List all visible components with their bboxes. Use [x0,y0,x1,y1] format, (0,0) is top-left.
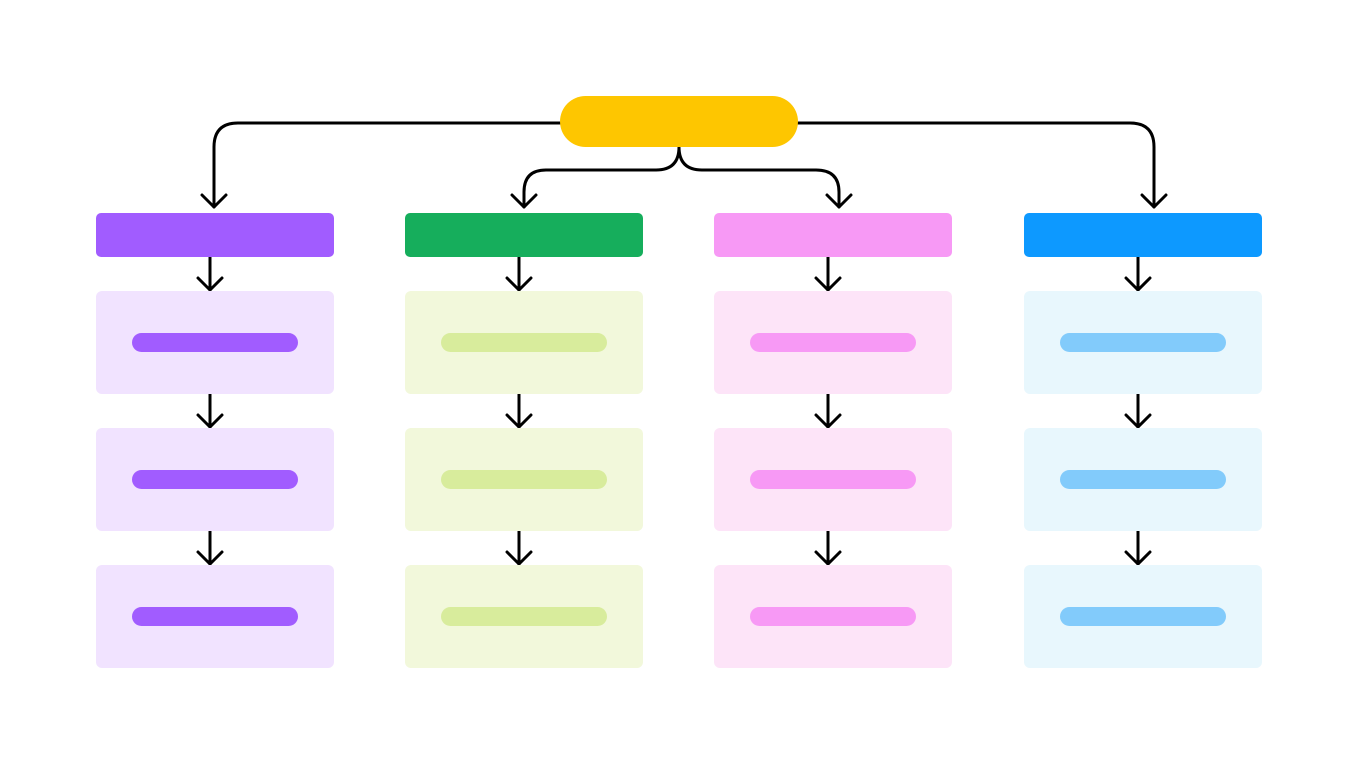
branch-3-card-3[interactable] [714,565,952,668]
branch-4-card-2[interactable] [1024,428,1262,531]
card-text-placeholder [750,333,916,352]
branch-2-card-1[interactable] [405,291,643,394]
branch-4-card-1[interactable] [1024,291,1262,394]
card-text-placeholder [750,470,916,489]
branch-3-card-2[interactable] [714,428,952,531]
branch-column-3 [714,213,952,668]
arrowhead-branch-1 [200,193,228,209]
card-text-placeholder [132,333,298,352]
connector-root-to-branch-4 [796,121,1156,209]
card-text-placeholder [132,607,298,626]
branch-2-card-2[interactable] [405,428,643,531]
arrowhead-branch-4 [1140,193,1168,209]
branch-1-card-3[interactable] [96,565,334,668]
branch-header-2[interactable] [405,213,643,257]
branch-1-card-2[interactable] [96,428,334,531]
card-text-placeholder [132,470,298,489]
connector-root-to-branch-2 [522,145,681,209]
branch-header-3[interactable] [714,213,952,257]
arrowhead-branch-2 [510,193,538,209]
branch-3-card-1[interactable] [714,291,952,394]
card-text-placeholder [441,607,607,626]
card-text-placeholder [1060,470,1226,489]
root-node[interactable] [560,96,798,147]
branch-2-card-3[interactable] [405,565,643,668]
branch-4-card-3[interactable] [1024,565,1262,668]
card-text-placeholder [441,333,607,352]
arrowhead-branch-3 [825,193,853,209]
connector-root-to-branch-3 [677,145,841,209]
branch-header-4[interactable] [1024,213,1262,257]
branch-column-2 [405,213,643,668]
branch-column-1 [96,213,334,668]
connector-root-to-branch-1 [212,121,562,209]
branch-header-1[interactable] [96,213,334,257]
card-text-placeholder [441,470,607,489]
card-text-placeholder [1060,607,1226,626]
branch-1-card-1[interactable] [96,291,334,394]
card-text-placeholder [1060,333,1226,352]
branch-column-4 [1024,213,1262,668]
card-text-placeholder [750,607,916,626]
